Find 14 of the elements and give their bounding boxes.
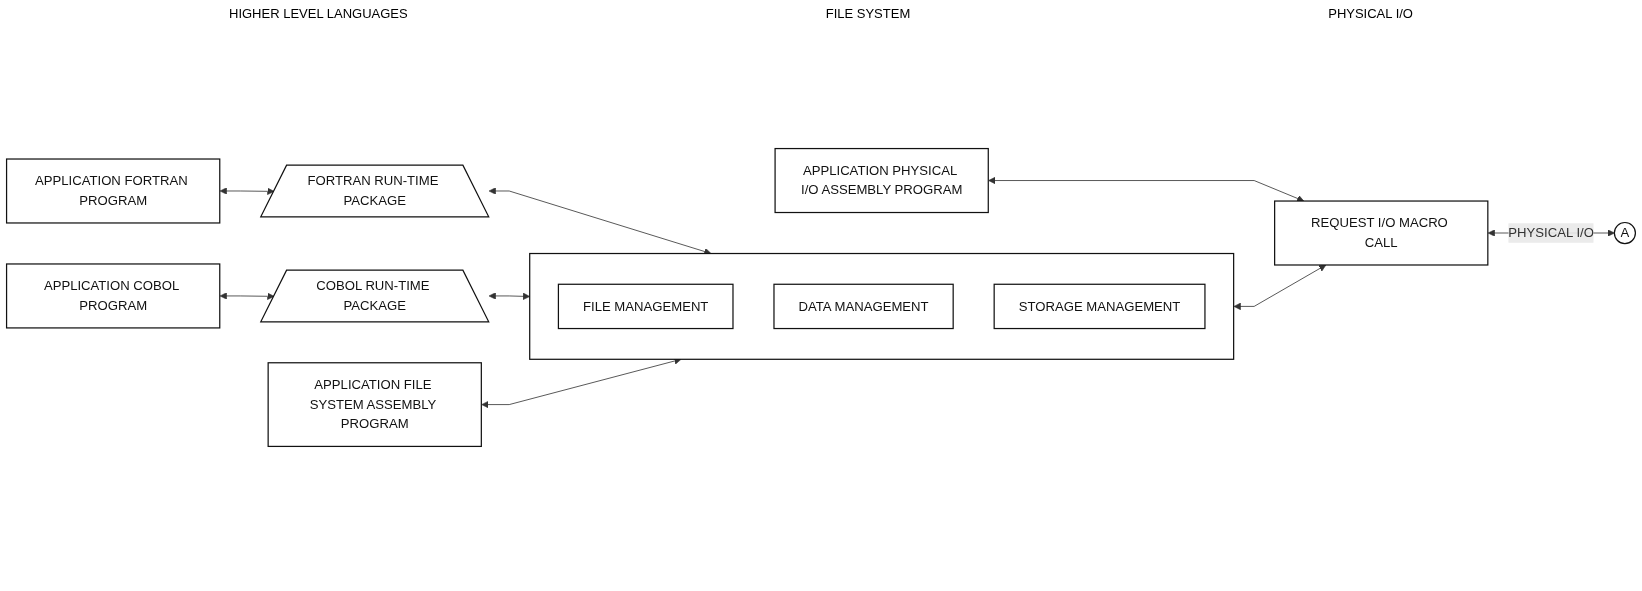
node-box: APPLICATION FORTRAN PROGRAM <box>5 157 221 224</box>
column-heading: FILE SYSTEM <box>825 6 911 21</box>
node-box: FILE MANAGEMENT <box>557 283 734 329</box>
node-circle: A <box>1613 221 1637 244</box>
node-box: DATA MANAGEMENT <box>773 283 954 329</box>
column-heading: HIGHER LEVEL LANGUAGES <box>229 6 408 21</box>
node-box: REQUEST I/O MACRO CALL <box>1274 199 1489 266</box>
cluster <box>529 252 1235 360</box>
node-box: APPLICATION PHYSICAL I/O ASSEMBLY PROGRAM <box>774 147 989 213</box>
node-box: APPLICATION FILE SYSTEM ASSEMBLY PROGRAM <box>267 361 482 447</box>
node-box: STORAGE MANAGEMENT <box>993 283 1206 329</box>
edge-label: PHYSICAL I/O <box>1508 225 1594 240</box>
column-heading: PHYSICAL I/O <box>1328 6 1413 21</box>
node-box: APPLICATION COBOL PROGRAM <box>5 262 221 329</box>
